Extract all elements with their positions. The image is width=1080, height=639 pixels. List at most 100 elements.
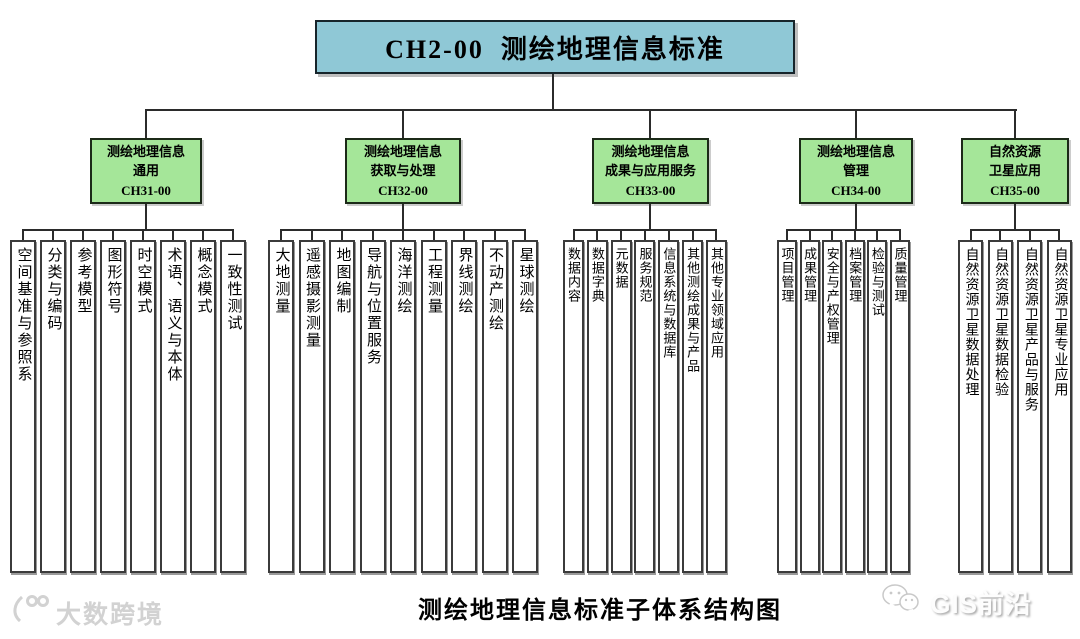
connector-stub	[1028, 229, 1031, 240]
leaf-node: 图形符号	[100, 240, 126, 573]
leaf-label: 数据字典	[589, 247, 605, 303]
leaf-column: 自然资源卫星产品与服务	[1017, 229, 1043, 573]
leaf-label: 分类与编码	[45, 247, 62, 332]
group-title-line: 成果与应用服务	[604, 163, 696, 179]
leaf-label: 星球测绘	[517, 247, 534, 315]
leaf-column: 自然资源卫星数据检验	[987, 229, 1013, 573]
leaf-column: 概念模式	[190, 229, 216, 573]
connector-stub	[493, 229, 496, 240]
leaf-node: 数据内容	[563, 240, 584, 573]
leaf-label: 时空模式	[135, 247, 152, 315]
leaf-label: 自然资源卫星产品与服务	[1022, 247, 1038, 412]
leaf-column: 自然资源卫星数据处理	[958, 229, 983, 573]
leaf-column: 空间基准与参照系	[10, 229, 36, 573]
connector-stub	[667, 229, 670, 240]
leaf-node: 检验与测试	[867, 240, 888, 573]
group-title-line: 管理	[842, 163, 869, 179]
group-ch34-leaves: 项目管理 成果管理 安全与产权管理 档案管理 检验与测试 质量管理	[777, 229, 910, 573]
leaf-node: 地图编制	[329, 240, 355, 573]
leaf-label: 元数据	[613, 247, 629, 289]
connector-stub	[524, 229, 526, 240]
leaf-label: 参考模型	[75, 247, 92, 315]
leaf-node: 其他专业领域应用	[705, 240, 727, 573]
connector-stub	[620, 229, 623, 240]
connector-stub	[999, 229, 1002, 240]
connector-stub	[853, 229, 856, 240]
group-code: CH34-00	[831, 182, 881, 198]
leaf-label: 检验与测试	[869, 247, 885, 317]
leaf-node: 服务规范	[634, 240, 656, 573]
group-code: CH31-00	[121, 182, 171, 198]
leaf-node: 海洋测绘	[390, 240, 416, 573]
leaf-node: 概念模式	[190, 240, 216, 573]
connector-stub	[1058, 229, 1061, 240]
connector-stub	[402, 229, 404, 240]
leaf-label: 质量管理	[892, 247, 908, 303]
group-node-ch35: 自然资源 卫星应用 CH35-00	[961, 138, 1069, 204]
leaf-label: 概念模式	[195, 247, 212, 315]
group-node-ch33: 测绘地理信息 成果与应用服务 CH33-00	[592, 138, 709, 204]
leaf-node: 数据字典	[586, 240, 608, 573]
leaf-node: 其他测绘成果与产品	[682, 240, 704, 573]
leaf-column: 服务规范	[634, 229, 656, 573]
leaf-column: 质量管理	[889, 229, 910, 573]
connector-ch35-drop	[1014, 204, 1016, 230]
leaf-column: 遥感摄影测量	[298, 229, 325, 573]
connector-stub	[202, 229, 204, 240]
group-title-line: 测绘地理信息	[611, 143, 690, 159]
wechat-icon	[880, 582, 922, 623]
leaf-label: 档案管理	[847, 247, 863, 303]
group-code: CH33-00	[625, 182, 676, 198]
connector-stub	[341, 229, 343, 240]
connector-stub	[22, 229, 24, 240]
leaf-column: 自然资源卫星专业应用	[1046, 229, 1072, 573]
leaf-column: 信息系统与数据库	[658, 229, 680, 573]
group-title-line: 自然资源	[988, 143, 1041, 159]
leaf-node: 安全与产权管理	[822, 240, 843, 573]
group-title-line: 卫星应用	[988, 163, 1041, 179]
leaf-label: 其他专业领域应用	[708, 247, 724, 359]
connector-top-bus	[145, 109, 1017, 111]
leaf-node: 工程测量	[420, 240, 447, 573]
leaf-node: 星球测绘	[512, 240, 538, 573]
leaf-node: 自然资源卫星产品与服务	[1017, 240, 1043, 573]
group-node-ch34: 测绘地理信息 管理 CH34-00	[799, 138, 913, 204]
leaf-label: 界线测绘	[456, 247, 473, 315]
leaf-column: 图形符号	[100, 229, 126, 573]
group-title-line: 通用	[132, 163, 159, 179]
connector-stub	[596, 229, 599, 240]
connector-stub	[572, 229, 575, 240]
leaf-node: 质量管理	[889, 240, 910, 573]
leaf-label: 项目管理	[779, 247, 795, 303]
leaf-label: 地图编制	[334, 247, 351, 315]
connector-ch31-drop	[145, 204, 147, 230]
leaf-label: 成果管理	[802, 247, 818, 303]
leaf-column: 成果管理	[799, 229, 820, 573]
connector-drop-ch31	[145, 110, 147, 138]
leaf-node: 参考模型	[70, 240, 96, 573]
connector-stub	[112, 229, 114, 240]
leaf-label: 自然资源卫星数据检验	[993, 247, 1009, 397]
leaf-node: 界线测绘	[451, 240, 477, 573]
connector-stub	[172, 229, 174, 240]
group-node-ch31: 测绘地理信息 通用 CH31-00	[90, 138, 202, 204]
leaf-label: 工程测量	[426, 247, 442, 315]
leaf-node: 分类与编码	[40, 240, 66, 573]
leaf-label: 其他测绘成果与产品	[685, 247, 701, 373]
leaf-node: 信息系统与数据库	[658, 240, 680, 573]
connector-stub	[808, 229, 811, 240]
group-title-line: 测绘地理信息	[106, 143, 185, 159]
leaf-column: 其他测绘成果与产品	[682, 229, 704, 573]
connector-stub	[280, 229, 282, 240]
group-ch32-leaves: 大地测量 遥感摄影测量 地图编制 导航与位置服务 海洋测绘 工程测量 界线测绘 …	[268, 229, 538, 573]
leaf-column: 分类与编码	[40, 229, 66, 573]
leaf-column: 地图编制	[329, 229, 355, 573]
group-title-line: 测绘地理信息	[816, 143, 895, 159]
connector-stub	[643, 229, 646, 240]
leaf-node: 时空模式	[130, 240, 156, 573]
leaf-node: 元数据	[610, 240, 632, 573]
leaf-label: 图形符号	[105, 247, 122, 315]
group-code: CH35-00	[990, 182, 1040, 198]
leaf-column: 其他专业领域应用	[705, 229, 727, 573]
leaf-node: 项目管理	[777, 240, 797, 573]
